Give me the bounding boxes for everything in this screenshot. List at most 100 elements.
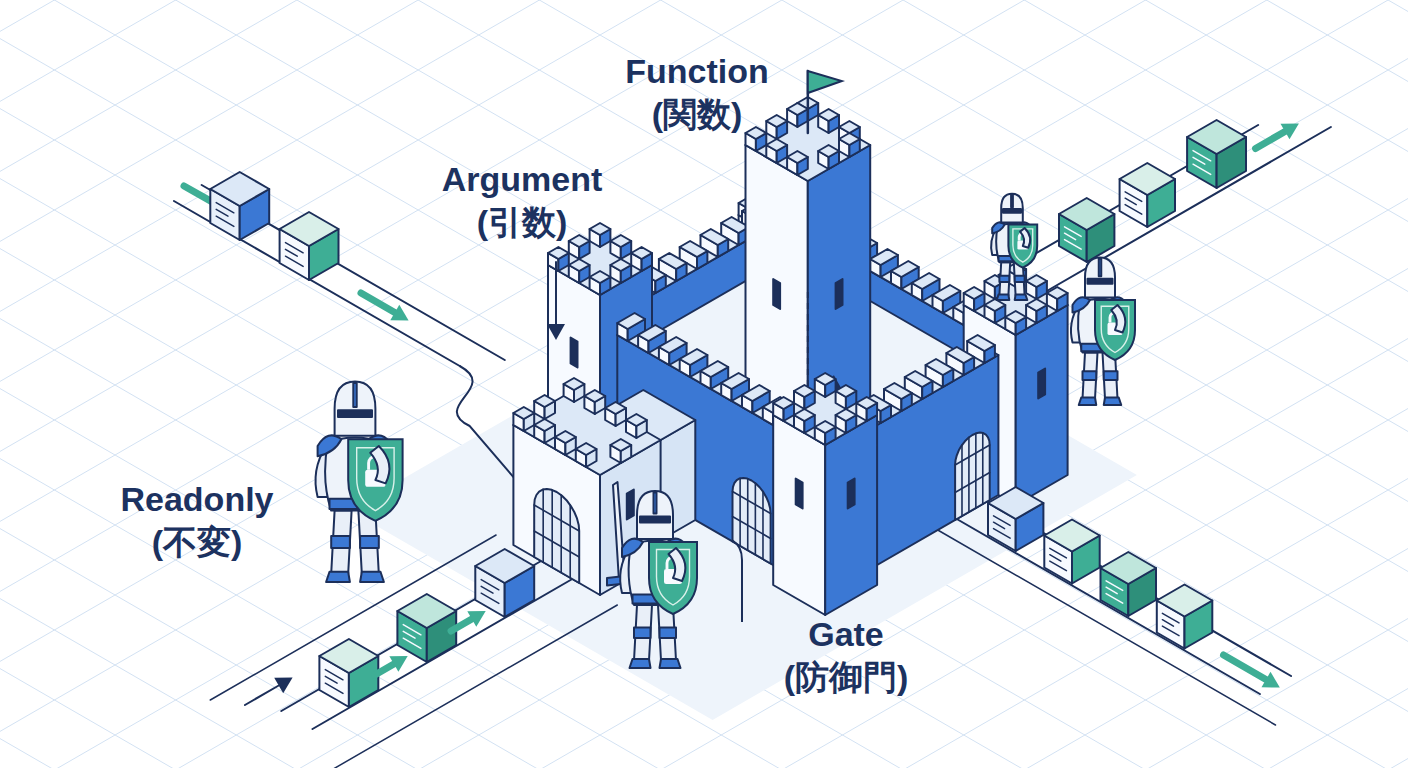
cube-icon	[1050, 555, 1061, 561]
data-cube	[475, 549, 534, 617]
arrow-head	[390, 305, 408, 321]
top-face	[1187, 120, 1246, 154]
grid-line	[0, 0, 1310, 765]
cube-icon	[1106, 587, 1117, 593]
knight-figure	[316, 381, 403, 582]
portcullis-bar	[762, 492, 764, 560]
top-face	[564, 378, 585, 390]
conveyor-rail	[332, 605, 618, 768]
flow-arrow	[1256, 124, 1299, 149]
lock-shield	[348, 439, 402, 521]
arrow-shaft	[375, 664, 394, 675]
cube-icon	[403, 625, 421, 635]
cube-icon	[216, 203, 234, 213]
top-face	[210, 172, 269, 206]
window-slit	[773, 279, 780, 309]
cube-icon	[1193, 151, 1211, 161]
portcullis-bar	[961, 445, 963, 516]
knight-knee	[1104, 371, 1118, 380]
top-face	[794, 385, 815, 397]
top-face	[584, 390, 605, 402]
top-face	[964, 287, 985, 299]
top-face	[680, 241, 708, 257]
belt-cargo	[245, 487, 1280, 707]
top-face	[839, 133, 860, 145]
conveyor-rail	[988, 501, 1291, 676]
knight-foot	[660, 659, 681, 668]
cube-icon	[994, 522, 1005, 528]
gate-arch	[534, 489, 579, 583]
top-face	[1005, 311, 1026, 323]
tower-flag	[808, 71, 842, 133]
grid-line	[63, 45, 1408, 768]
knight-knee	[634, 628, 651, 639]
portcullis-bar	[732, 492, 770, 514]
top-face	[610, 235, 631, 247]
gate-arch	[733, 478, 771, 564]
cube-icon	[285, 249, 297, 256]
top-face	[912, 273, 940, 289]
top-face	[638, 325, 666, 341]
cube-icon	[994, 516, 1011, 526]
knight-pauldron	[318, 435, 342, 456]
grid-line	[0, 215, 1189, 768]
window-slit	[848, 479, 855, 509]
knight-leg	[1083, 353, 1098, 399]
shield	[1095, 300, 1135, 360]
top-face	[1047, 287, 1068, 299]
shield	[649, 542, 697, 614]
cube-icon	[325, 683, 343, 693]
gate-arch	[955, 433, 990, 520]
flow-arrow	[375, 656, 408, 675]
grid-line	[0, 5, 1408, 768]
grid-line	[0, 110, 1371, 768]
top-face	[701, 361, 729, 377]
top-face	[787, 151, 808, 163]
top-face	[870, 249, 898, 265]
knight-knee	[1083, 371, 1097, 380]
conveyor-rail	[938, 530, 1276, 725]
arrow-shaft	[361, 293, 395, 312]
gate-arch	[955, 433, 990, 520]
grid-line	[63, 0, 1408, 768]
top-face	[1026, 275, 1047, 287]
grid-line	[0, 40, 1408, 768]
flow-arrow	[547, 262, 565, 340]
window-slit	[836, 279, 843, 309]
top-face	[659, 337, 687, 353]
arrow-head	[274, 678, 292, 694]
data-cube	[319, 639, 378, 707]
lock-shield	[1008, 224, 1037, 267]
top-face	[590, 271, 611, 283]
left-face	[773, 415, 825, 615]
cube-icon	[1065, 233, 1076, 239]
cube-icon	[1106, 581, 1123, 591]
top-face	[836, 385, 857, 397]
arrow-shaft	[555, 262, 557, 324]
arrow-shaft	[1224, 655, 1266, 679]
knight-foot	[630, 659, 651, 668]
portcullis-bar	[560, 495, 562, 572]
grid-line	[548, 0, 1408, 585]
gatehouse	[513, 378, 695, 595]
arrow-shaft	[1256, 132, 1285, 149]
grid-line	[0, 0, 1371, 768]
castle-tower	[773, 373, 877, 615]
top-face	[610, 259, 631, 271]
data-cube	[988, 487, 1043, 551]
data-cube	[1044, 520, 1099, 584]
knight-foot	[1104, 398, 1122, 406]
cube-icon	[994, 529, 1011, 539]
portcullis-bar	[955, 473, 990, 493]
grid-line	[306, 0, 1408, 725]
knight-foot	[997, 295, 1010, 300]
top-face	[843, 345, 999, 435]
top-face	[576, 443, 597, 455]
